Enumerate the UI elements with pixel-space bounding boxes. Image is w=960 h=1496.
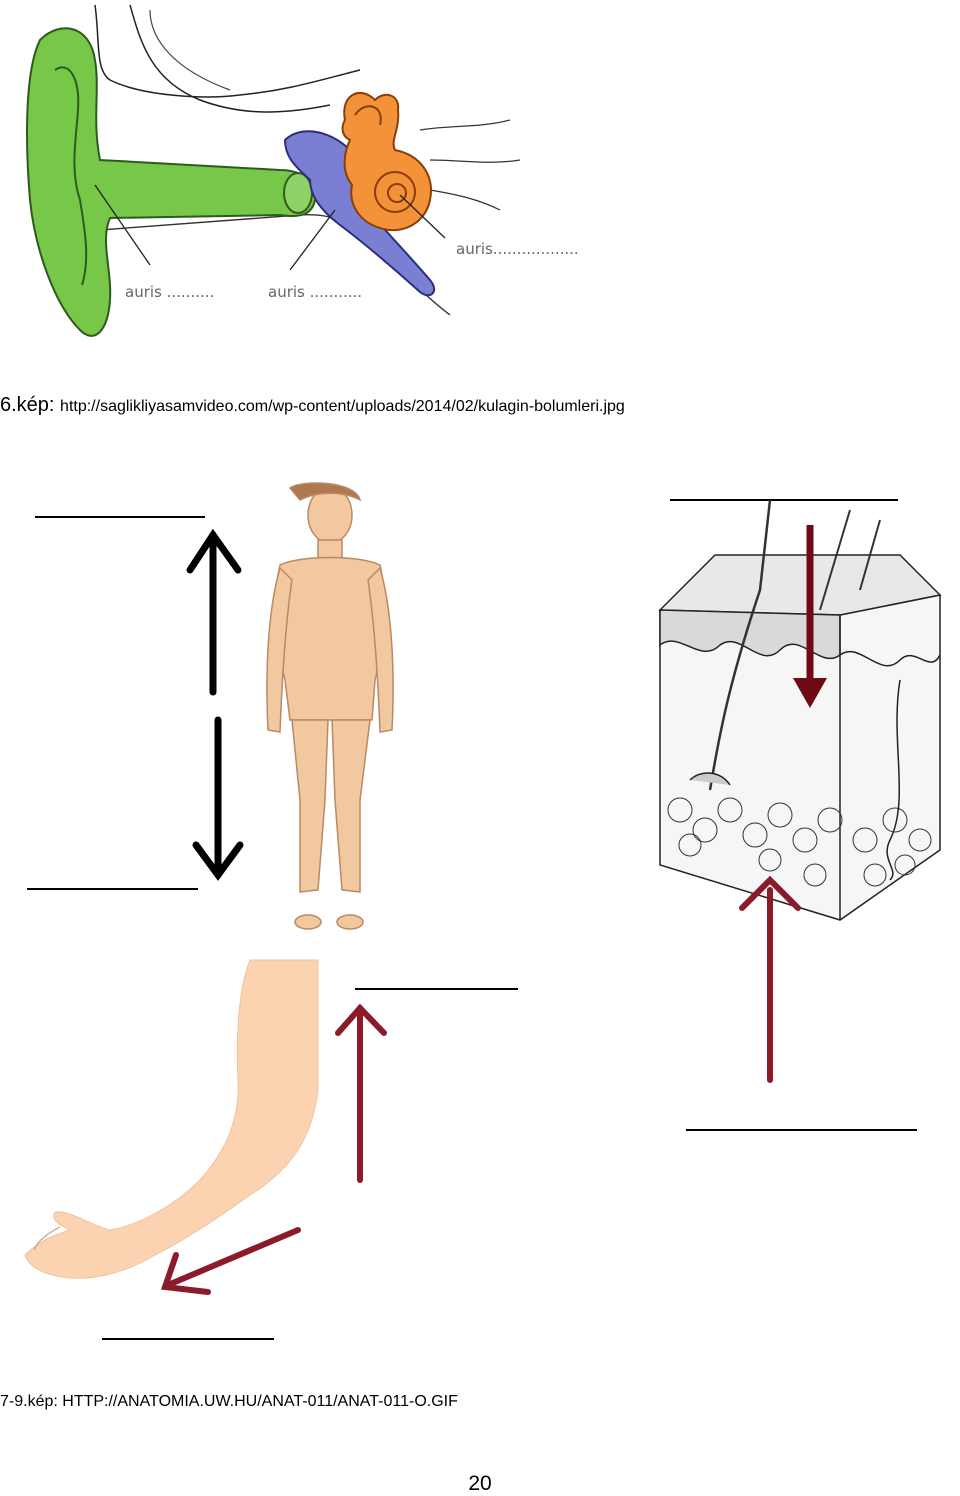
figure-6-number: 6.kép:: [0, 394, 61, 416]
superior-arrow: [186, 528, 242, 696]
deep-arrow: [739, 875, 801, 1083]
inferior-arrow: [192, 716, 244, 881]
page-number: 20: [468, 1472, 492, 1495]
ear-label-inner: auris..................: [456, 240, 579, 258]
figure-6-source-url: http://saglikliyasamvideo.com/wp-content…: [60, 398, 625, 415]
human-body-figure: [27, 482, 394, 930]
skin-section-figure: [658, 499, 942, 1131]
proximal-arrow: [335, 1003, 387, 1183]
human-figure: [266, 482, 394, 930]
distal-arrow: [160, 1227, 301, 1295]
arm-figure: [24, 959, 518, 1340]
ear-anatomy-figure: auris .......... auris ........... auris…: [26, 4, 579, 337]
ear-label-outer: auris ..........: [125, 283, 214, 301]
arm-shape: [24, 959, 319, 1279]
outer-ear-shape: [26, 27, 317, 337]
inner-ear-shape: [341, 91, 432, 232]
figure-7-9-caption: 7-9.kép: HTTP://ANATOMIA.UW.HU/ANAT-011/…: [0, 1393, 458, 1410]
ear-label-middle: auris ...........: [268, 283, 362, 301]
superficial-arrow: [793, 525, 827, 708]
skin-block: [658, 499, 942, 921]
figure-6-caption: 6.kép: http://saglikliyasamvideo.com/wp-…: [0, 394, 625, 417]
